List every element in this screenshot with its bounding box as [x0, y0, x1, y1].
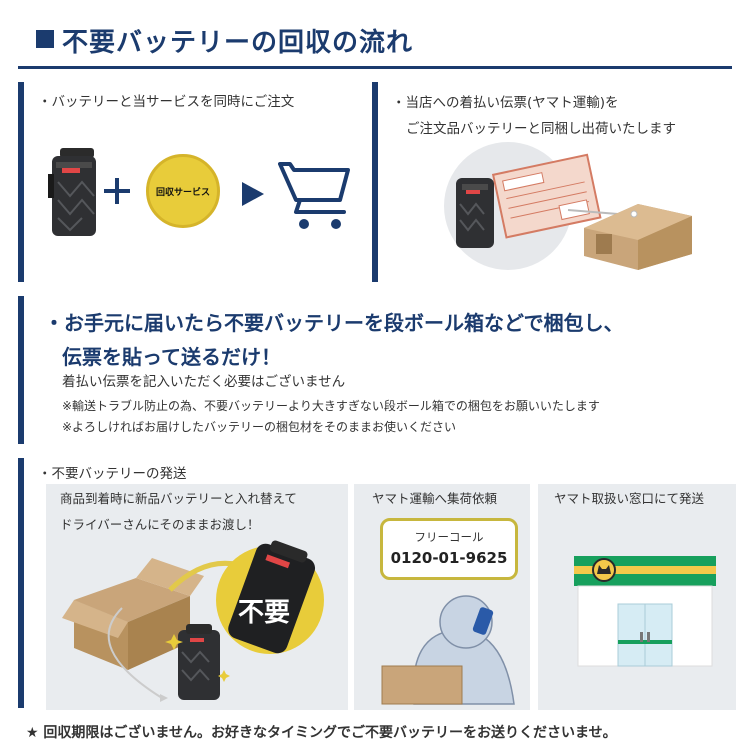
slip-battery — [456, 178, 494, 248]
footer-note: ★ 回収期限はございません。お好きなタイミングでご不要バッテリーをお送りください… — [26, 725, 617, 741]
phone-icon — [472, 607, 494, 635]
step2-heading-line2: ご注文品バッテリーと同梱し出荷いたします — [406, 121, 676, 137]
step4-heading: ・不要バッテリーの発送 — [38, 466, 187, 482]
step3-heading-line1: ・お手元に届いたら不要バッテリーを段ボール箱などで梱包し、 — [44, 311, 624, 335]
plus-icon — [104, 178, 130, 204]
title-bar: 不要バッテリーの回収の流れ — [0, 0, 750, 66]
step3-subtext: 着払い伝票を記入いただく必要はございません — [62, 374, 346, 390]
page-title: 不要バッテリーの回収の流れ — [62, 28, 414, 58]
step3-heading: ・お手元に届いたら不要バッテリーを段ボール箱などで梱包し、 伝票を貼って送るだけ… — [44, 306, 624, 374]
sparkle-icon — [165, 634, 230, 682]
step1-bar — [18, 82, 24, 282]
step2-heading: ・当店への着払い伝票(ヤマト運輸)を ご注文品バッテリーと同梱し出荷いたします — [392, 90, 676, 142]
panel-handover-text: 商品到着時に新品バッテリーと入れ替えて ドライバーさんにそのままお渡し！ — [60, 486, 297, 538]
step3-heading-line2: 伝票を貼って送るだけ！ — [62, 345, 281, 369]
step4-bar — [18, 458, 24, 708]
cat-logo-icon — [597, 565, 611, 574]
service-badge-label: 回収サービス — [155, 188, 210, 198]
free-call-box: フリーコール 0120-01-9625 — [380, 518, 518, 580]
step2-heading-line1: ・当店への着払い伝票(ヤマト運輸)を — [392, 95, 619, 111]
person-on-phone-illustration — [381, 595, 515, 705]
step3-note2: ※よろしければお届けしたバッテリーの梱包材をそのままお使いください — [62, 420, 457, 434]
step3-bar — [18, 296, 24, 444]
battery-icon — [48, 148, 96, 236]
panel-yamato-pickup-title: ヤマト運輸へ集荷依頼 — [372, 491, 498, 506]
store-icon — [574, 556, 716, 667]
step3-note1: ※輸送トラブル防止の為、不要バッテリーより大きすぎない段ボール箱での梱包をお願い… — [62, 399, 600, 413]
title-divider — [18, 66, 732, 69]
parcel-icon — [381, 665, 463, 705]
service-badge-icon: 回収サービス — [146, 154, 220, 228]
panel-handover-line1: 商品到着時に新品バッテリーと入れ替えて — [60, 491, 297, 506]
old-battery-icon — [228, 540, 316, 654]
cardboard-box-icon — [584, 204, 692, 270]
shipping-illustration — [444, 142, 692, 270]
free-call-number: 0120-01-9625 — [390, 549, 508, 567]
unneeded-stamp: 不要 — [238, 598, 291, 628]
panel-store-dropoff-title: ヤマト取扱い窓口にて発送 — [554, 491, 705, 506]
step2-bar — [372, 82, 378, 282]
arrow-right-icon — [242, 182, 264, 206]
shopping-cart-icon — [278, 162, 350, 229]
free-call-label: フリーコール — [414, 530, 484, 544]
handover-illustration — [62, 540, 324, 702]
step1-heading: ・バッテリーと当サービスを同時にご注文 — [38, 94, 295, 110]
panel-handover-line2: ドライバーさんにそのままお渡し！ — [60, 517, 260, 532]
new-battery-icon — [178, 624, 220, 700]
title-square-icon — [36, 30, 54, 48]
